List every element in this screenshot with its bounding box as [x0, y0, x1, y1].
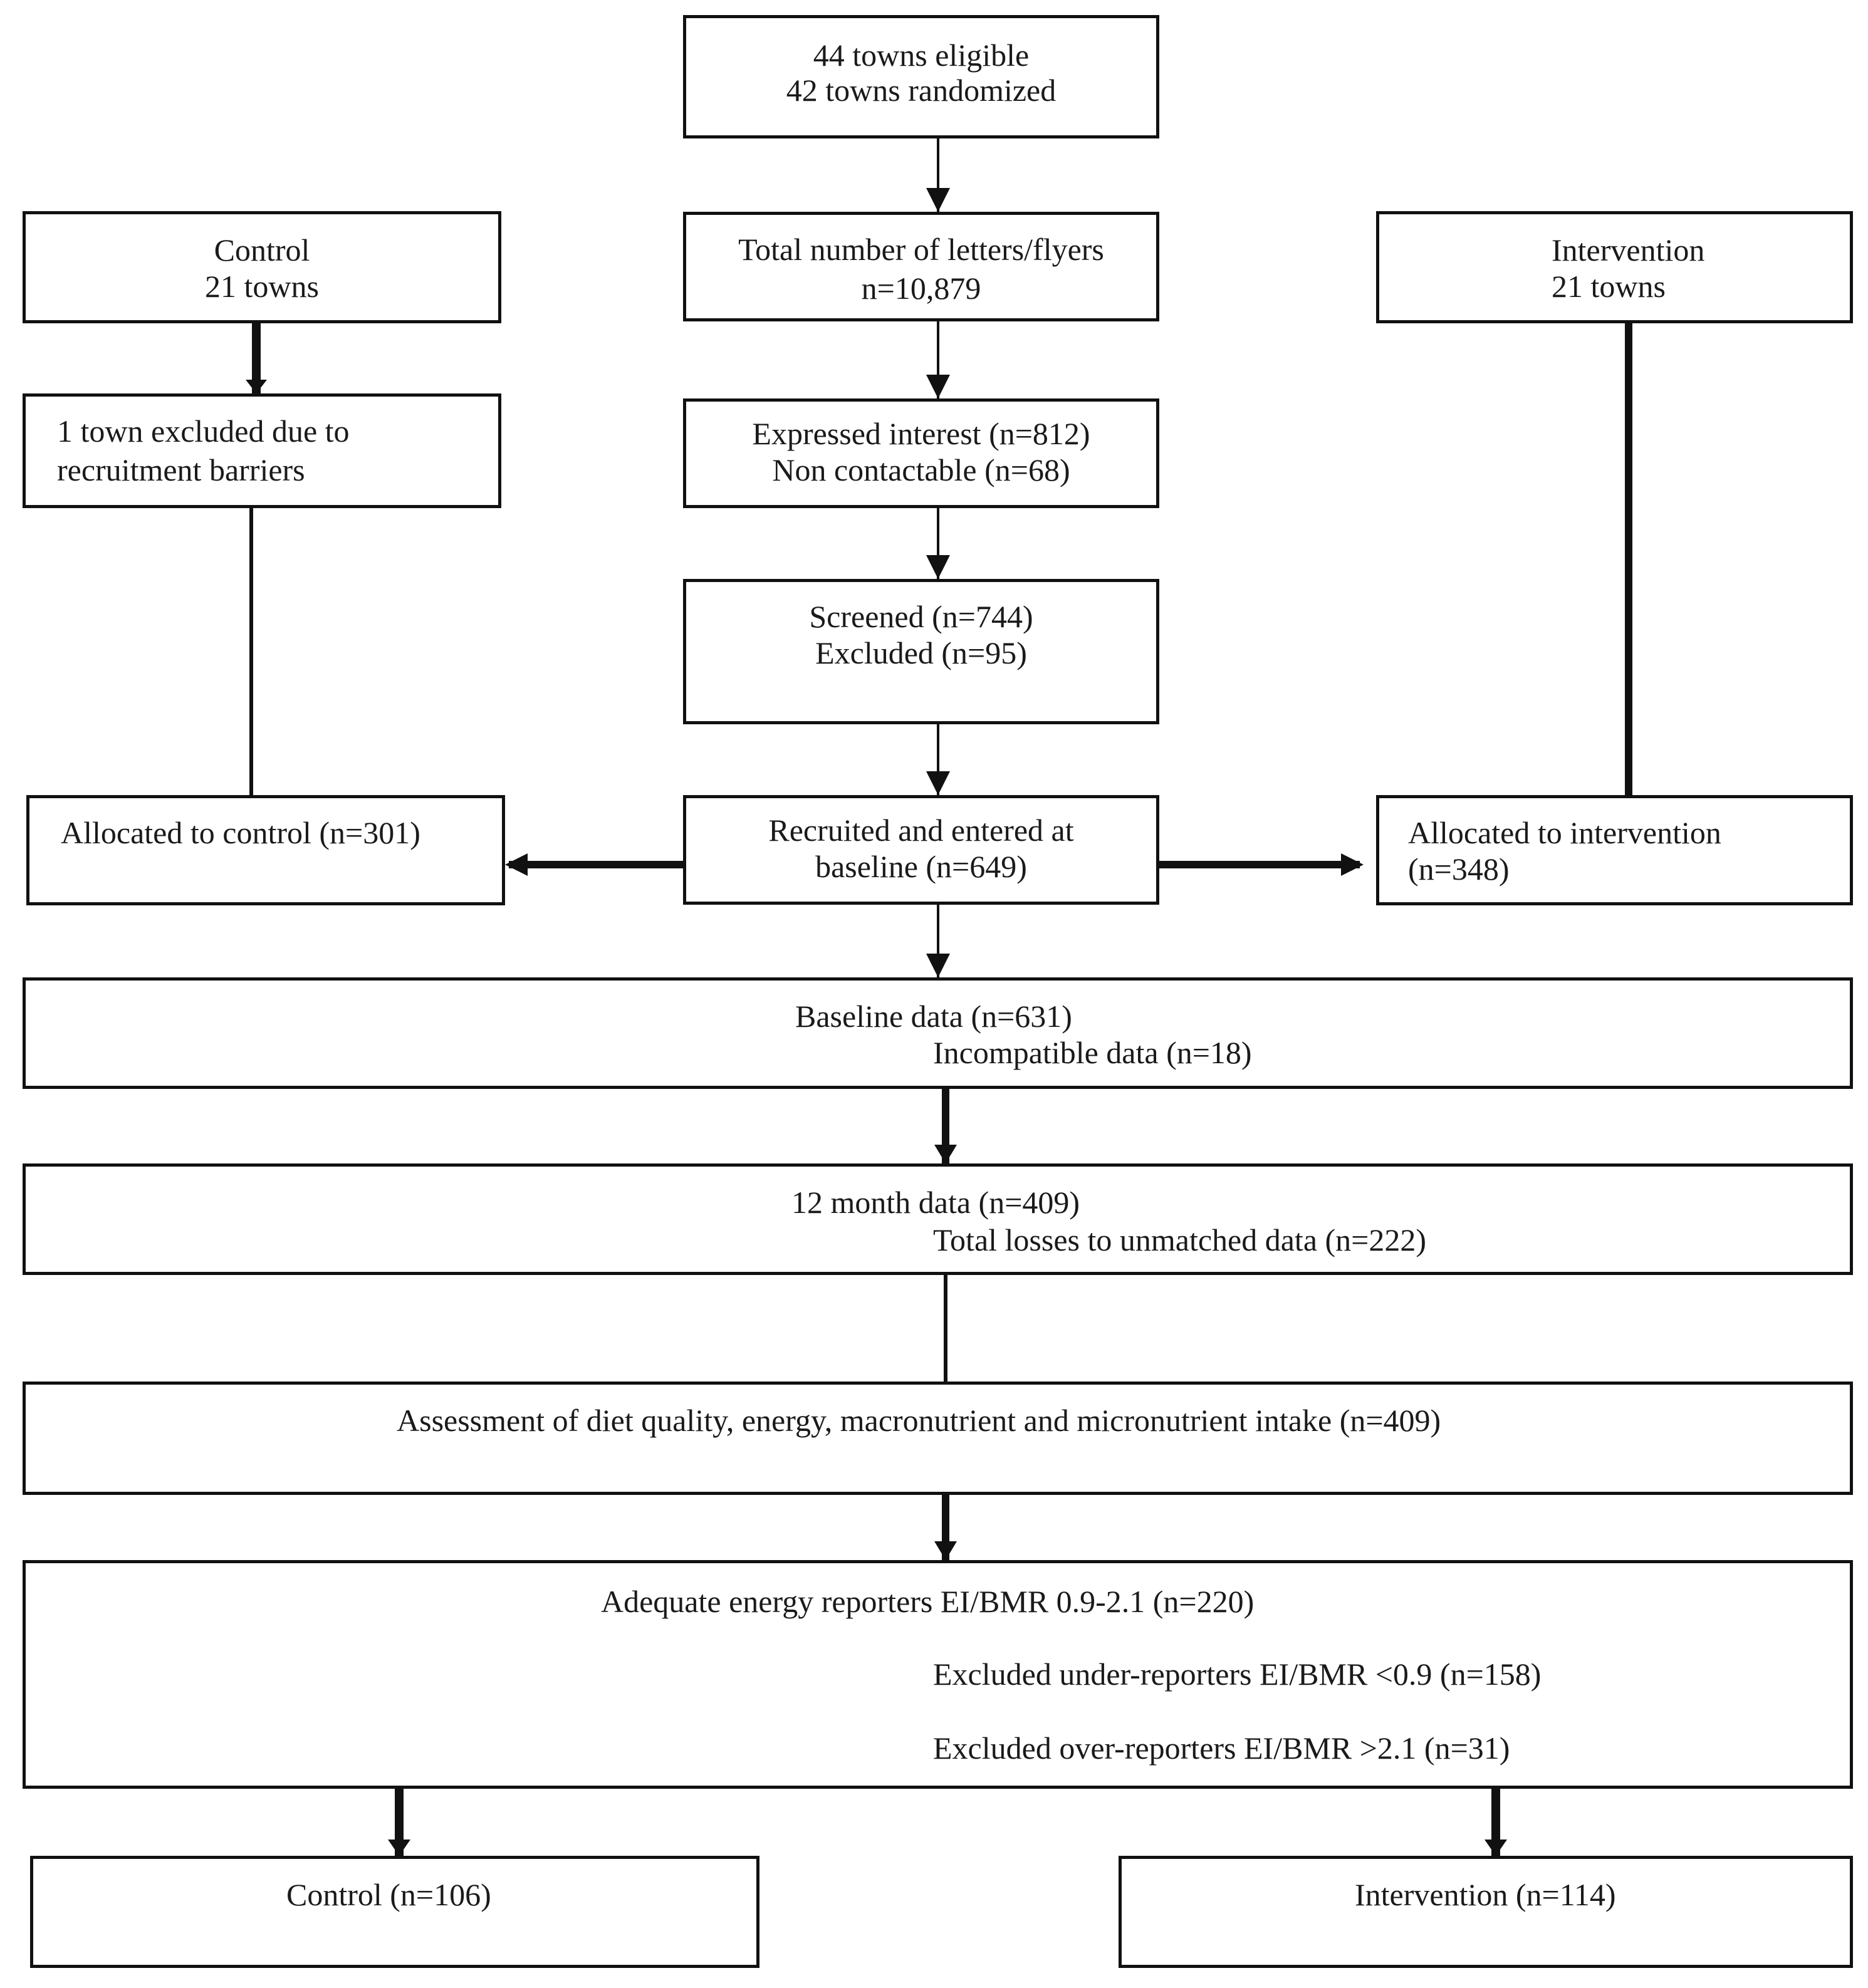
arrowhead-control-to-excluded — [246, 380, 267, 393]
eligible-towns-box: 44 towns eligible 42 towns randomized — [683, 15, 1159, 138]
final-intervention-box: Intervention (n=114) — [1119, 1856, 1853, 1968]
eligible-towns-text: 44 towns eligible — [813, 38, 1030, 73]
twelve-month-data-box: 12 month data (n=409) Total losses to un… — [23, 1163, 1853, 1275]
arrowhead-assessment-to-adequate — [934, 1541, 957, 1560]
recruited-text: Recruited and entered at — [768, 813, 1074, 848]
allocated-control-text: Allocated to control (n=301) — [61, 815, 420, 850]
screened-text: Screened (n=744) — [809, 599, 1033, 634]
twelve-month-data-text: 12 month data (n=409) — [791, 1185, 1080, 1220]
assessment-box: Assessment of diet quality, energy, macr… — [23, 1382, 1853, 1495]
letters-flyers-count: n=10,879 — [861, 271, 981, 306]
arrowhead-adequate-to-final-intervention — [1484, 1840, 1507, 1856]
incompatible-data-text: Incompatible data (n=18) — [933, 1035, 1252, 1070]
town-excluded-text: 1 town excluded due to — [57, 414, 350, 449]
arrowhead-recruited-to-allocated-intervention — [1341, 853, 1364, 876]
arrowhead-recruited-to-baseline — [926, 954, 950, 977]
final-control-box: Control (n=106) — [30, 1856, 759, 1968]
allocated-intervention-box: Allocated to intervention (n=348) — [1376, 795, 1853, 905]
intervention-towns-box: Intervention 21 towns — [1376, 211, 1853, 323]
arrowhead-eligible-to-letters — [926, 188, 950, 212]
expressed-interest-text: Expressed interest (n=812) — [752, 416, 1090, 451]
under-reporters-text: Excluded under-reporters EI/BMR <0.9 (n=… — [933, 1657, 1542, 1692]
allocated-intervention-count: (n=348) — [1408, 851, 1510, 887]
letters-flyers-label: Total number of letters/flyers — [738, 232, 1104, 267]
town-excluded-box: 1 town excluded due to recruitment barri… — [23, 393, 501, 508]
randomized-towns-text: 42 towns randomized — [786, 73, 1057, 108]
recruited-box: Recruited and entered at baseline (n=649… — [683, 795, 1159, 905]
intervention-town-count: 21 towns — [1552, 269, 1666, 304]
baseline-data-text: Baseline data (n=631) — [795, 999, 1072, 1034]
screen-excluded-text: Excluded (n=95) — [815, 635, 1027, 670]
arrowhead-letters-to-interest — [926, 375, 950, 398]
letters-flyers-box: Total number of letters/flyers n=10,879 — [683, 212, 1159, 321]
allocated-control-box: Allocated to control (n=301) — [26, 795, 505, 905]
adequate-reporters-text: Adequate energy reporters EI/BMR 0.9-2.1… — [601, 1584, 1255, 1619]
over-reporters-text: Excluded over-reporters EI/BMR >2.1 (n=3… — [933, 1730, 1510, 1766]
expressed-interest-box: Expressed interest (n=812) Non contactab… — [683, 398, 1159, 508]
non-contactable-text: Non contactable (n=68) — [772, 452, 1070, 487]
adequate-reporters-box: Adequate energy reporters EI/BMR 0.9-2.1… — [23, 1560, 1853, 1789]
assessment-text: Assessment of diet quality, energy, macr… — [397, 1403, 1441, 1438]
unmatched-losses-text: Total losses to unmatched data (n=222) — [933, 1222, 1427, 1257]
allocated-intervention-text: Allocated to intervention — [1408, 815, 1721, 850]
final-intervention-text: Intervention (n=114) — [1355, 1877, 1616, 1912]
arrowhead-baseline-to-12month — [934, 1145, 957, 1163]
arrowhead-adequate-to-final-control — [388, 1840, 410, 1856]
intervention-label: Intervention — [1552, 232, 1705, 268]
arrowhead-interest-to-screened — [926, 555, 950, 579]
control-towns-box: Control 21 towns — [23, 211, 501, 323]
control-town-count: 21 towns — [205, 269, 319, 304]
baseline-entered-text: baseline (n=649) — [815, 849, 1027, 884]
arrowhead-screened-to-recruited — [926, 771, 950, 795]
recruitment-barriers-text: recruitment barriers — [57, 452, 305, 487]
screened-box: Screened (n=744) Excluded (n=95) — [683, 579, 1159, 724]
arrowhead-recruited-to-allocated-control — [505, 853, 528, 876]
baseline-data-box: Baseline data (n=631) Incompatible data … — [23, 977, 1853, 1089]
final-control-text: Control (n=106) — [286, 1877, 491, 1912]
control-label: Control — [214, 232, 310, 268]
